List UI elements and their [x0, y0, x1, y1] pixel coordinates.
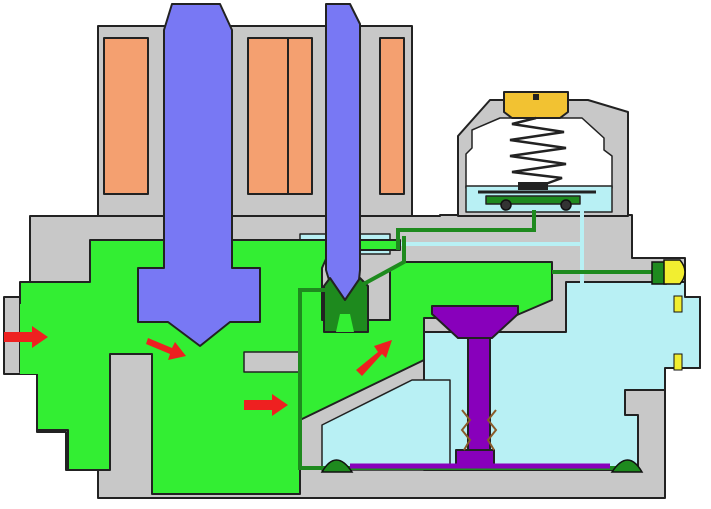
spring-seat — [518, 182, 548, 190]
regulator-valve-plate — [485, 195, 581, 205]
main-valve-stem — [467, 337, 491, 451]
spring-icon — [509, 116, 567, 188]
diaphragm-seal-right — [610, 459, 644, 473]
regulator-pivot-left — [500, 199, 512, 211]
solenoid-coil-left — [103, 37, 149, 195]
pilot-plunger — [325, 3, 361, 306]
return-spring-right — [486, 409, 498, 451]
main-valve-disc — [431, 305, 519, 339]
flow-arrow-icon — [356, 340, 392, 376]
pilot-passage — [243, 351, 301, 373]
flow-arrow-icon — [244, 394, 288, 416]
regulator-pivot-right — [560, 199, 572, 211]
outlet-marker-bottom — [673, 353, 683, 371]
return-spring — [460, 409, 472, 451]
solenoid-coil-center — [247, 37, 313, 195]
pilot-seat — [323, 277, 369, 333]
outlet-marker-top — [673, 295, 683, 313]
pilot-orifice — [336, 314, 354, 332]
cap-screw — [533, 94, 539, 100]
flow-arrow-icon — [146, 338, 186, 360]
outlet-chamber-lower — [321, 379, 451, 471]
control-tube-main — [396, 210, 536, 250]
control-tube-pilot — [359, 236, 406, 288]
indicator-light-icon — [663, 259, 686, 285]
regulator-cap — [503, 91, 569, 119]
solenoid-coil-right — [379, 37, 405, 195]
diaphragm-seal-left — [320, 459, 354, 473]
main-plunger — [137, 3, 261, 347]
flow-arrow-icon — [4, 326, 48, 348]
